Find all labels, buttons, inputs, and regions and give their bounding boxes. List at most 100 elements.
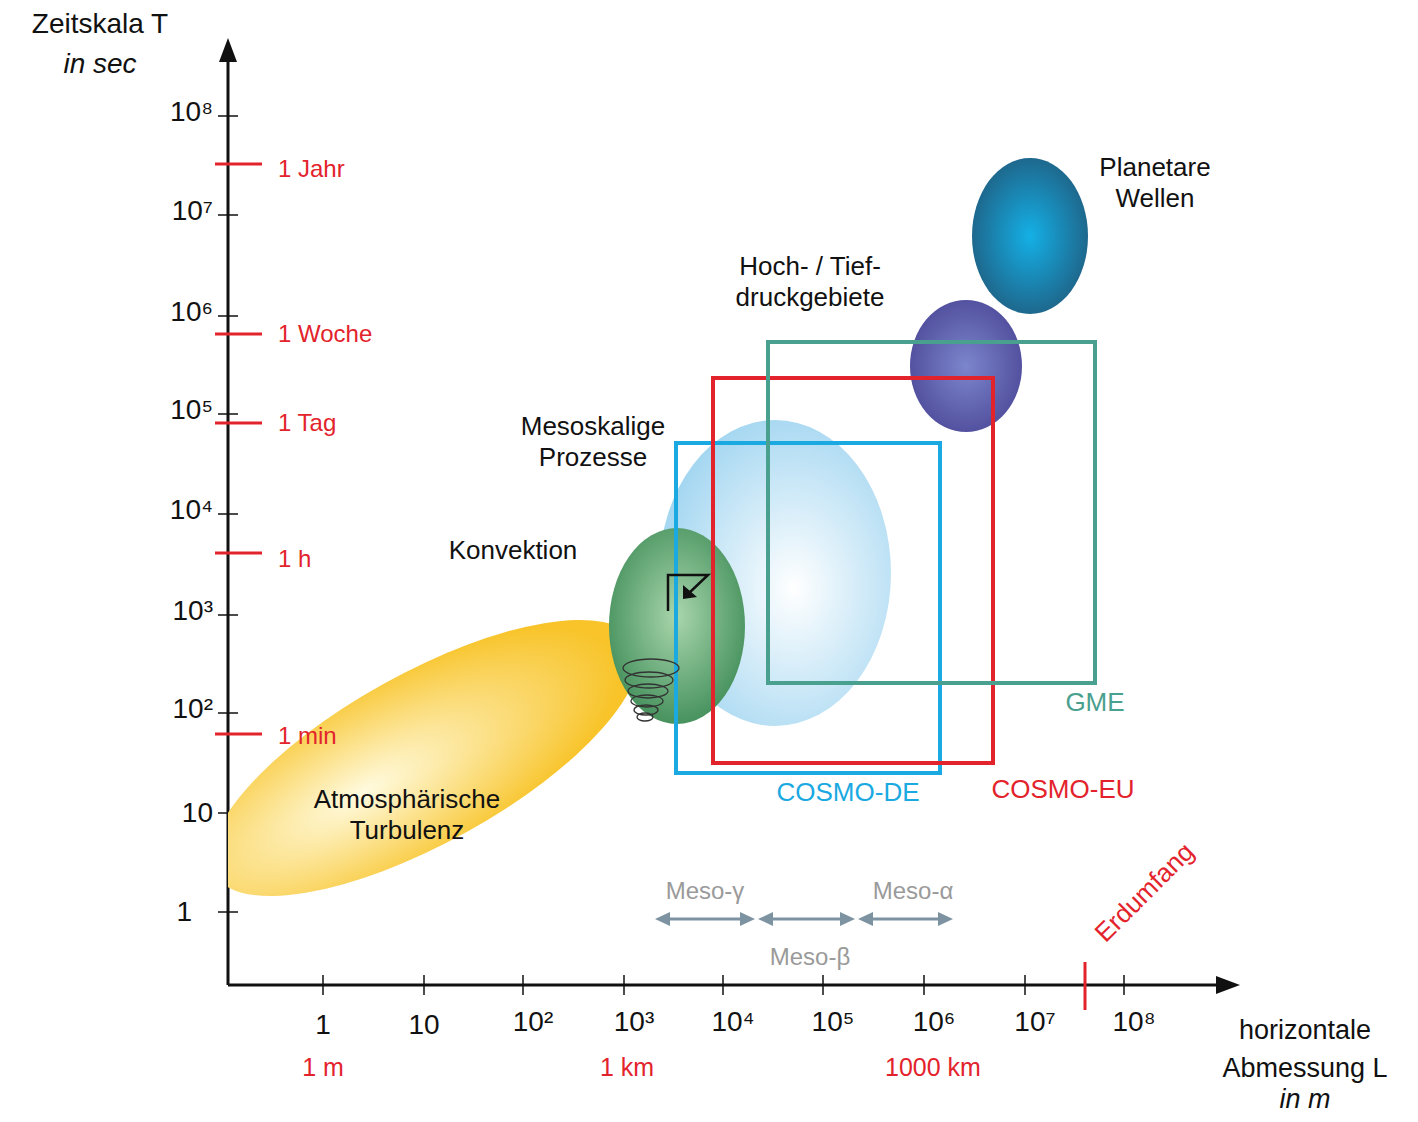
arrow-shaft: [771, 918, 842, 921]
x-ticks: [323, 975, 1124, 995]
process-label: Mesoskalige Prozesse: [513, 411, 673, 473]
ellipse-outline: [970, 156, 1090, 316]
process-label: GME: [1065, 687, 1124, 718]
x-axis-arrowhead: [1216, 976, 1240, 994]
red-tick: [215, 422, 262, 425]
tick-label: 10: [408, 1008, 439, 1042]
red-tick: [215, 163, 262, 166]
spiral-ring: [623, 659, 679, 677]
axis-unit: in sec: [63, 47, 136, 81]
tick: [218, 712, 238, 714]
spiral-ring: [625, 672, 673, 688]
tick-label: 10⁷: [1014, 1005, 1055, 1039]
ellipse-fill: [910, 300, 1022, 432]
tick-label: 10⁵: [812, 1005, 855, 1039]
axis-title: horizontale Abmessung L: [1205, 1011, 1405, 1087]
pressure-systems-ellipse: Hoch- / Tief- druckgebiete: [908, 298, 1024, 434]
spiral-ring: [628, 684, 668, 698]
planetary-waves-ellipse: Planetare Wellen: [970, 156, 1090, 316]
distance-label: 1000 km: [885, 1052, 981, 1082]
convection-ellipse: Konvektion: [607, 526, 749, 726]
spiral-ring: [631, 695, 663, 707]
tick: [218, 315, 238, 317]
arrowhead: [740, 912, 755, 926]
process-label: Hoch- / Tief- druckgebiete: [723, 251, 898, 313]
time-label: 1 Jahr: [278, 155, 345, 184]
time-label: 1 Tag: [278, 409, 336, 438]
tick-label: 1: [176, 895, 192, 929]
tick: [722, 975, 724, 995]
arrow-shaft: [668, 918, 742, 921]
cosmo-eu-domain: COSMO-EU: [711, 376, 995, 765]
scale-range-label: Meso-γ: [666, 877, 745, 906]
updraft-arrowhead: [683, 585, 697, 599]
time-label: 1 min: [278, 722, 337, 751]
arrowhead: [938, 912, 953, 926]
earth-circumference-label: Erdumfang: [1089, 837, 1201, 949]
y-ticks: [218, 116, 238, 912]
red-tick: [215, 333, 262, 336]
tick: [218, 214, 238, 216]
tick-label: 1: [315, 1008, 331, 1042]
ellipse-fill: [972, 158, 1088, 314]
arrow-shaft: [871, 918, 940, 921]
tick: [822, 975, 824, 995]
spiral-ring: [637, 713, 653, 721]
tick-label: 10²: [513, 1005, 553, 1039]
scale-range-label: Meso-α: [873, 877, 954, 906]
tornado-spiral: [623, 659, 679, 721]
tick: [522, 975, 524, 995]
turbulence-ellipse: Atmosphärische Turbulenz: [228, 585, 668, 940]
spiral-ring: [634, 705, 658, 715]
tick: [1024, 975, 1026, 995]
tick: [623, 975, 625, 995]
tick-label: 10⁸: [1113, 1005, 1156, 1039]
meso-arrows: [655, 912, 953, 926]
tick-label: 10²: [173, 692, 213, 726]
axis-unit: in m: [1279, 1083, 1330, 1115]
ellipse-outline: [607, 526, 749, 726]
red-tick: [215, 552, 262, 555]
arrowhead: [758, 912, 773, 926]
process-label: Atmosphärische Turbulenz: [307, 784, 507, 846]
arrowhead: [840, 912, 855, 926]
ellipse-outline: [908, 298, 1024, 434]
distance-label: 1 km: [600, 1052, 654, 1082]
tick: [322, 975, 324, 995]
arrowhead: [655, 912, 670, 926]
tick-label: 10⁵: [170, 393, 213, 427]
time-label: 1 h: [278, 545, 311, 574]
red-tick: [215, 733, 262, 736]
gme-domain: GME: [766, 340, 1097, 685]
x-axis: [228, 984, 1225, 987]
tick-label: 10⁸: [170, 95, 213, 129]
process-label: COSMO-DE: [777, 777, 920, 808]
tick-label: 10³: [614, 1005, 654, 1039]
scale-range-label: Meso-β: [770, 943, 850, 972]
process-label: COSMO-EU: [992, 774, 1135, 805]
tick: [218, 614, 238, 616]
y-axis-arrowhead: [219, 38, 237, 62]
tick-label: 10⁶: [170, 295, 213, 329]
tick: [423, 975, 425, 995]
process-label: Planetare Wellen: [1093, 152, 1218, 214]
tick-label: 10⁴: [711, 1005, 754, 1039]
tick: [923, 975, 925, 995]
tick: [218, 115, 238, 117]
tick-label: 10⁶: [913, 1005, 956, 1039]
tick-label: 10³: [173, 594, 213, 628]
updraft-symbol: [668, 575, 708, 611]
tick-label: 10⁴: [170, 493, 213, 527]
tick: [1123, 975, 1125, 995]
tick: [218, 413, 238, 415]
time-label: 1 Woche: [278, 320, 372, 349]
distance-label: 1 m: [302, 1052, 344, 1082]
tick-label: 10⁷: [172, 194, 213, 228]
earth-circumference-tick: [1084, 962, 1087, 1010]
tick: [218, 911, 238, 913]
tick-label: 10: [182, 796, 213, 830]
arrowhead: [858, 912, 873, 926]
axis-title: Zeitskala T: [32, 7, 168, 41]
ellipse-outline: [228, 585, 668, 940]
